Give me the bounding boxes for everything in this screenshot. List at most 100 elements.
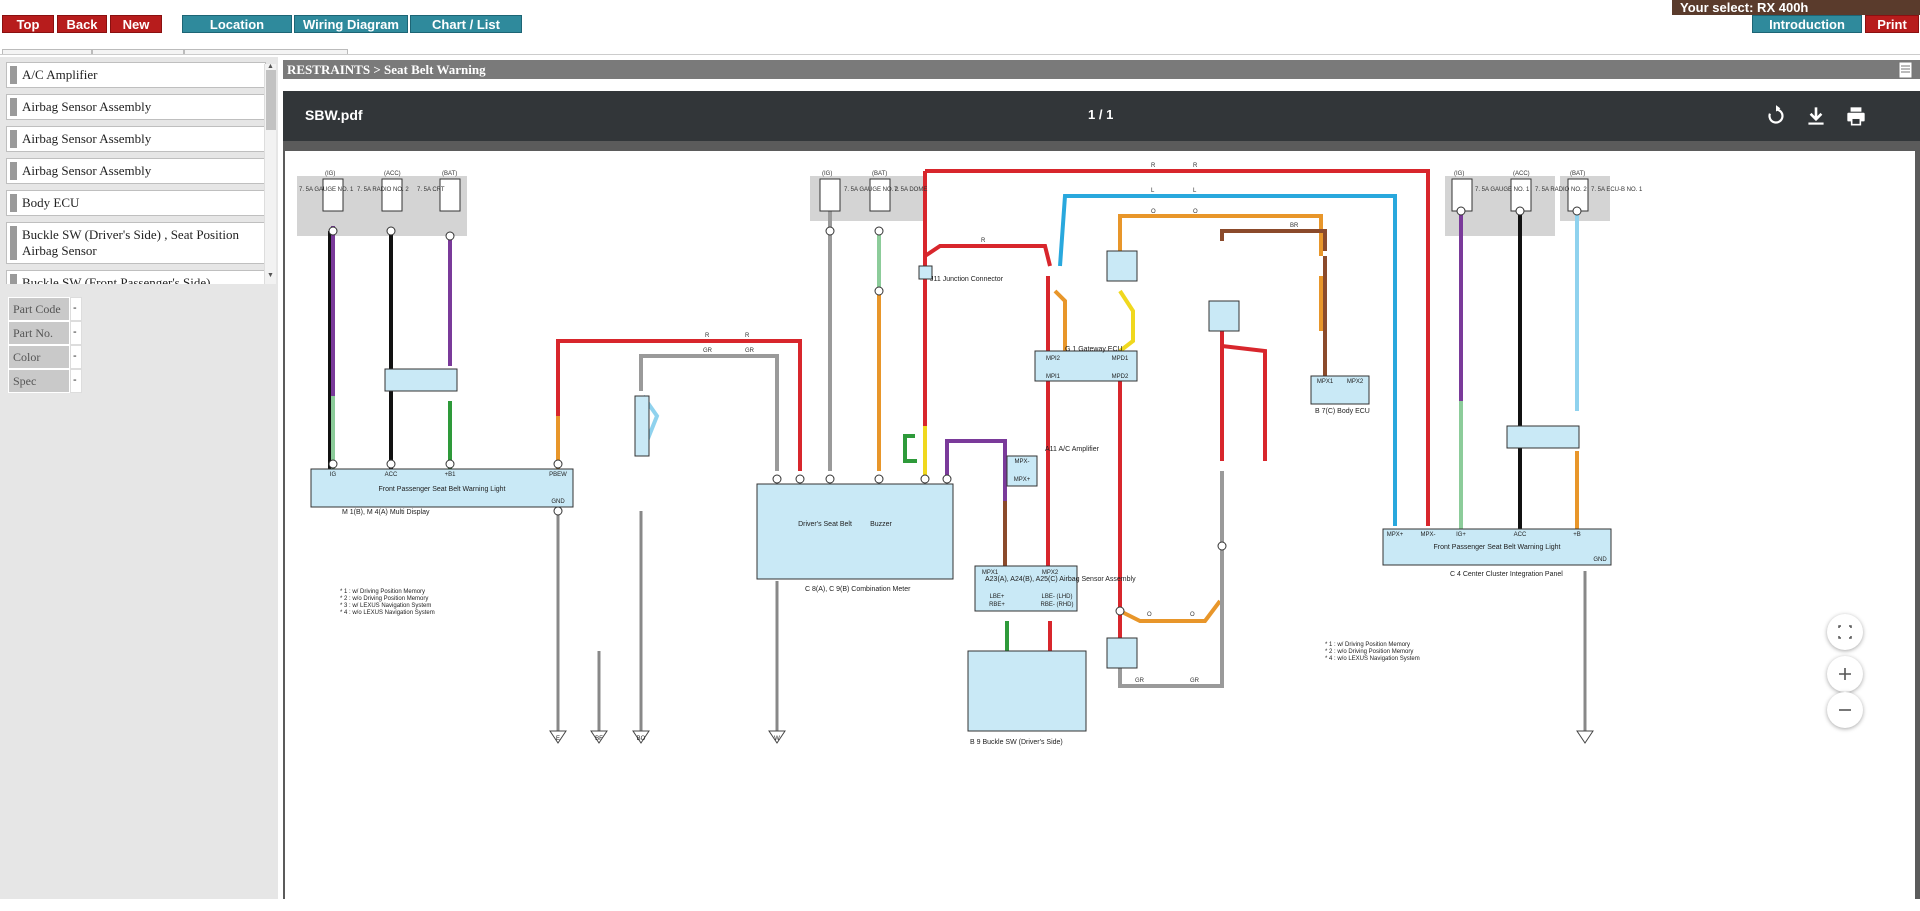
wiring-diagram: (IG) 7. 5A GAUGE NO. 1 (ACC) 7. 5A RADIO… [297,163,1643,746]
fuse-label: 7. 5A GAUGE NO. 1 [299,187,354,193]
wire-orange [1053,289,1067,351]
pin-label: MPX- [1015,459,1030,465]
pin-label: MPX2 [1347,379,1364,385]
fuse-label: 7. 5A CRT [417,187,445,193]
list-item[interactable]: Buckle SW (Driver's Side) , Seat Positio… [6,222,266,264]
fit-page-button[interactable] [1827,614,1863,650]
note-line: * 2 : w/o Driving Position Memory [340,596,428,602]
pin-label: MPI2 [1046,356,1061,362]
back-button[interactable]: Back [57,15,107,33]
components [310,250,1612,732]
fit-page-icon [1838,625,1852,639]
ground-label: W [774,736,780,742]
wire-label: GR [703,348,713,354]
print-button[interactable]: Print [1865,15,1919,33]
list-item[interactable]: Buckle SW (Front Passenger's Side) [6,270,266,284]
location-button[interactable]: Location [182,15,292,33]
connector-pins [328,206,1582,616]
wire-orange [1119,599,1222,623]
pin-label: PBEW [549,472,567,478]
wire-red [925,169,1430,526]
print-icon[interactable] [1843,103,1869,129]
pin-label: IG [330,472,337,478]
wires [328,169,1579,711]
tab-stub-1[interactable] [2,49,92,55]
pin-label: GND [1593,557,1607,563]
wire-label: O [1147,612,1152,618]
pin-label: +B [1573,532,1581,538]
pin-label: MPX+ [1014,477,1031,483]
scroll-up-icon[interactable]: ▲ [267,63,274,70]
list-item[interactable]: Airbag Sensor Assembly [6,94,266,120]
download-icon[interactable] [1803,103,1829,129]
fuse-label: 7. 5A DOME [894,187,927,193]
chart-list-button[interactable]: Chart / List [410,15,522,33]
scroll-down-icon[interactable]: ▼ [267,272,274,279]
ground-label: BO [637,736,646,742]
parts-scrollbar[interactable]: ▲ ▼ [264,63,276,284]
spec-label: Color [8,345,70,369]
note-line: * 3 : w/ LEXUS Navigation System [340,603,431,609]
component-label: M 1(B), M 4(A) Multi Display [342,509,430,516]
pin-label: +B1 [445,472,457,478]
wire-label: BR [1290,223,1299,229]
pdf-viewer: SBW.pdf 1 / 1 [283,91,1920,911]
list-item[interactable]: Airbag Sensor Assembly [6,126,266,152]
spec-value: - [70,321,82,345]
pin-label: IG+ [1456,532,1466,538]
document-icon[interactable] [1896,60,1916,80]
spec-label: Spec [8,369,70,393]
component-label: C 4 Center Cluster Integration Panel [1450,571,1563,578]
viewer-toolbar: SBW.pdf 1 / 1 [283,91,1920,141]
fuse-top-label: (ACC) [1513,171,1530,177]
new-button[interactable]: New [110,15,162,33]
top-button[interactable]: Top [2,15,54,33]
tab-stub-2[interactable] [92,49,184,55]
component-label: J11 Junction Connector [930,276,1004,283]
note-line: * 4 : w/o LEXUS Navigation System [1325,656,1420,662]
component-label: Buzzer [870,521,892,528]
component-label: Driver's Seat Belt [798,521,852,528]
pin-labels: IG ACC +B1 PBEW GND MPX1 MPX2 MPI2 MPD1 … [330,356,1608,608]
pin-label: MPX2 [1042,570,1059,576]
wire-label: GR [1190,678,1200,684]
note-line: * 1 : w/ Driving Position Memory [1325,642,1410,648]
wire-label: O [1190,612,1195,618]
component-label: A23(A), A24(B), A25(C) Airbag Sensor Ass… [985,576,1136,583]
zoom-in-button[interactable] [1827,656,1863,692]
rotate-icon[interactable] [1763,103,1789,129]
component-label: G 1 Gateway ECU [1065,346,1123,353]
scrollbar-thumb[interactable] [266,70,276,130]
wire-label: O [1151,209,1156,215]
parts-list: A/C Amplifier Airbag Sensor Assembly Air… [6,62,266,284]
divider [0,54,1920,55]
list-item[interactable]: A/C Amplifier [6,62,266,88]
fuse-top-label: (IG) [822,171,832,177]
pin-label: MPX1 [1317,379,1334,385]
wire-red [556,339,802,471]
left-panel: A/C Amplifier Airbag Sensor Assembly Air… [0,57,278,899]
note-line: * 4 : w/o LEXUS Navigation System [340,610,435,616]
component-label: B 9 Buckle SW (Driver's Side) [970,739,1063,746]
introduction-button[interactable]: Introduction [1752,15,1862,33]
pin-label: ACC [385,472,398,478]
fuse-top-label: (BAT) [1570,171,1585,177]
spec-label: Part No. [8,321,70,345]
pin-label: GND [551,499,565,505]
wire-purple [945,439,1007,501]
wire-blue [1058,194,1397,526]
wire-red [1221,344,1267,461]
wire-label: R [1151,163,1156,169]
tab-stub-3[interactable] [184,49,348,55]
plus-icon [1839,668,1851,680]
zoom-out-button[interactable] [1827,692,1863,728]
note-line: * 2 : w/o Driving Position Memory [1325,649,1413,655]
wire-label: R [705,333,710,339]
wiring-diagram-button[interactable]: Wiring Diagram [294,15,408,33]
list-item[interactable]: Airbag Sensor Assembly [6,158,266,184]
component-label: C 8(A), C 9(B) Combination Meter [805,586,911,593]
list-item[interactable]: Body ECU [6,190,266,216]
component-label: Front Passenger Seat Belt Warning Light [379,486,506,493]
fuse-label: 7. 5A GAUGE NO. 2 [844,187,899,193]
ground-wires [556,511,1587,731]
